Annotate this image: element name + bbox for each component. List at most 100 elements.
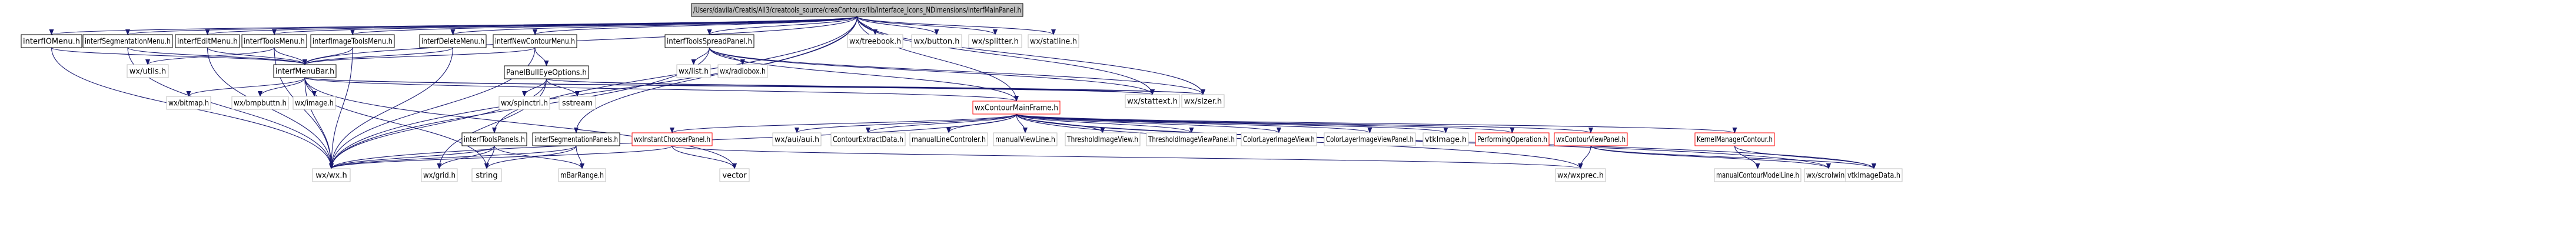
node-label-image: wx/image.h <box>295 99 334 108</box>
node-segpanels[interactable]: interfSegmentationPanels.h <box>532 132 620 146</box>
edge-root-to-stattext <box>856 16 1155 95</box>
node-label-root: /Users/davila/Creatis/All3/creatools_sou… <box>693 6 1021 15</box>
node-vtkimage[interactable]: vtkImage.h <box>1422 132 1469 146</box>
node-tools[interactable]: interfToolsMenu.h <box>241 34 307 48</box>
node-box-viewline <box>993 132 1058 146</box>
edge-viewpanel-to-wxvprec <box>1578 145 1591 169</box>
node-kernel[interactable]: KernelManagerContour.h <box>1694 132 1775 146</box>
node-treebook[interactable]: wx/treebook.h <box>847 34 903 48</box>
edge-root-to-imgtools <box>350 16 858 35</box>
node-colorpanel[interactable]: ColorLayerImageViewPanel.h <box>1324 132 1416 146</box>
edge-bullseye-to-spinctrl <box>522 78 547 97</box>
node-extractdata[interactable]: ContourExtractData.h <box>830 132 906 146</box>
node-utils[interactable]: wx/utils.h <box>127 64 169 78</box>
edge-segpanels-to-string <box>484 145 577 169</box>
edge-root-to-edit <box>205 16 858 35</box>
node-scrolwin[interactable]: wx/scrolwin.h <box>1804 168 1853 182</box>
edge-mainframe-to-colorpanel <box>1016 113 1372 133</box>
node-imgtools[interactable]: interfImageToolsMenu.h <box>310 34 395 48</box>
node-statline[interactable]: wx/statline.h <box>1028 34 1079 48</box>
node-mbarrange[interactable]: mBarRange.h <box>558 168 606 182</box>
node-menubar[interactable]: interfMenuBar.h <box>273 64 337 78</box>
node-vector[interactable]: vector <box>719 168 750 182</box>
node-viewpanel[interactable]: wxContourViewPanel.h <box>1554 132 1628 146</box>
edge-root-to-spread <box>707 16 858 35</box>
node-list[interactable]: wx/list.h <box>676 64 711 78</box>
node-label-splitter: wx/splitter.h <box>972 38 1019 46</box>
node-box-bitmap <box>166 96 211 110</box>
node-box-colorview <box>1241 132 1317 146</box>
node-label-wxh: wx/wx.h <box>315 172 347 180</box>
node-string[interactable]: string <box>471 168 502 182</box>
node-toolspanels[interactable]: interfToolsPanels.h <box>461 132 527 146</box>
edge-root-to-segpanels <box>574 16 858 133</box>
node-vtkimagedata[interactable]: vtkImageData.h <box>1845 168 1903 182</box>
node-box-modelline <box>1714 168 1801 182</box>
node-label-stattext: wx/stattext.h <box>1127 98 1178 106</box>
node-bitmap[interactable]: wx/bitmap.h <box>166 96 211 110</box>
edge-root-to-io <box>49 16 858 35</box>
edge-root-to-newcontour <box>533 16 858 35</box>
node-label-vector: vector <box>722 172 747 180</box>
node-sstream[interactable]: sstream <box>559 96 596 110</box>
node-bmpbuttn[interactable]: wx/bmpbuttn.h <box>231 96 289 110</box>
edge-viewpanel-to-vtkimagedata <box>1590 145 1876 169</box>
edge-root-to-tools <box>272 16 858 35</box>
node-grid[interactable]: wx/grid.h <box>421 168 458 182</box>
node-label-sizer: wx/sizer.h <box>1184 98 1222 106</box>
node-label-bullseye: PanelBullEyeOptions.h <box>506 69 587 78</box>
node-box-sizer <box>1181 94 1225 108</box>
node-edit[interactable]: interfEditMenu.h <box>175 34 240 48</box>
node-label-menubar: interfMenuBar.h <box>275 68 334 76</box>
node-label-colorpanel: ColorLayerImageViewPanel.h <box>1326 136 1414 145</box>
node-button[interactable]: wx/button.h <box>911 34 962 48</box>
node-wxh[interactable]: wx/wx.h <box>312 168 351 182</box>
node-spinctrl[interactable]: wx/spinctrl.h <box>498 96 550 110</box>
node-box-image <box>292 96 336 110</box>
node-label-statline: wx/statline.h <box>1030 38 1077 46</box>
node-box-mbarrange <box>558 168 606 182</box>
node-linecontroler[interactable]: manualLineControler.h <box>909 132 988 146</box>
node-label-bmpbuttn: wx/bmpbuttn.h <box>234 99 287 108</box>
node-stattext[interactable]: wx/stattext.h <box>1125 94 1180 108</box>
node-label-tools: interfToolsMenu.h <box>244 38 305 46</box>
node-wxvprec[interactable]: wx/wxprec.h <box>1555 168 1606 182</box>
node-label-spread: interfToolsSpreadPanel.h <box>667 38 752 46</box>
edge-kernel-to-modelline <box>1734 145 1760 169</box>
node-label-delete: interfDeleteMenu.h <box>421 38 484 46</box>
edge-chooser-to-vector <box>672 145 737 169</box>
edge-toolspanels-to-grid <box>437 145 495 169</box>
edge-mainframe-to-chooser <box>670 113 1017 133</box>
node-modelline[interactable]: manualContourModelLine.h <box>1714 168 1801 182</box>
node-bullseye[interactable]: PanelBullEyeOptions.h <box>504 65 589 79</box>
node-sizer[interactable]: wx/sizer.h <box>1181 94 1225 108</box>
node-viewline[interactable]: manualViewLine.h <box>993 132 1058 146</box>
node-image[interactable]: wx/image.h <box>292 96 336 110</box>
node-box-imgtools <box>310 34 395 48</box>
node-box-bullseye <box>504 65 589 79</box>
node-delete[interactable]: interfDeleteMenu.h <box>419 34 487 48</box>
node-performing[interactable]: PerformingOperation.h <box>1475 132 1550 146</box>
edge-mainframe-to-kernel <box>1016 113 1737 133</box>
edge-newcontour-to-menubar <box>303 47 536 65</box>
node-box-menubar <box>273 64 337 78</box>
node-io[interactable]: interfIOMenu.h <box>21 34 82 48</box>
node-colorview[interactable]: ColorLayerImageView.h <box>1241 132 1317 146</box>
node-seg[interactable]: interfSegmentationMenu.h <box>82 34 173 48</box>
node-chooser[interactable]: wxInstantChooserPanel.h <box>631 132 713 146</box>
edge-viewpanel-to-scrolwin <box>1590 145 1831 169</box>
node-label-colorview: ColorLayerImageView.h <box>1243 136 1315 145</box>
node-threshview[interactable]: ThresholdImageView.h <box>1065 132 1141 146</box>
node-radiobox[interactable]: wx/radiobox.h <box>717 64 768 78</box>
edge-io-to-menubar <box>51 47 307 65</box>
node-auiaui[interactable]: wx/aui/aui.h <box>772 132 822 146</box>
node-root[interactable]: /Users/davila/Creatis/All3/creatools_sou… <box>691 3 1023 17</box>
node-threshpanel[interactable]: ThresholdImageViewPanel.h <box>1146 132 1237 146</box>
edge-kernel-to-vtkimagedata <box>1734 145 1876 169</box>
edge-bullseye-to-grid <box>437 78 547 169</box>
node-spread[interactable]: interfToolsSpreadPanel.h <box>664 34 754 48</box>
node-splitter[interactable]: wx/splitter.h <box>968 34 1022 48</box>
node-label-grid: wx/grid.h <box>423 172 456 180</box>
node-mainframe[interactable]: wxContourMainFrame.h <box>972 101 1061 115</box>
node-newcontour[interactable]: interfNewContourMenu.h <box>493 34 577 48</box>
